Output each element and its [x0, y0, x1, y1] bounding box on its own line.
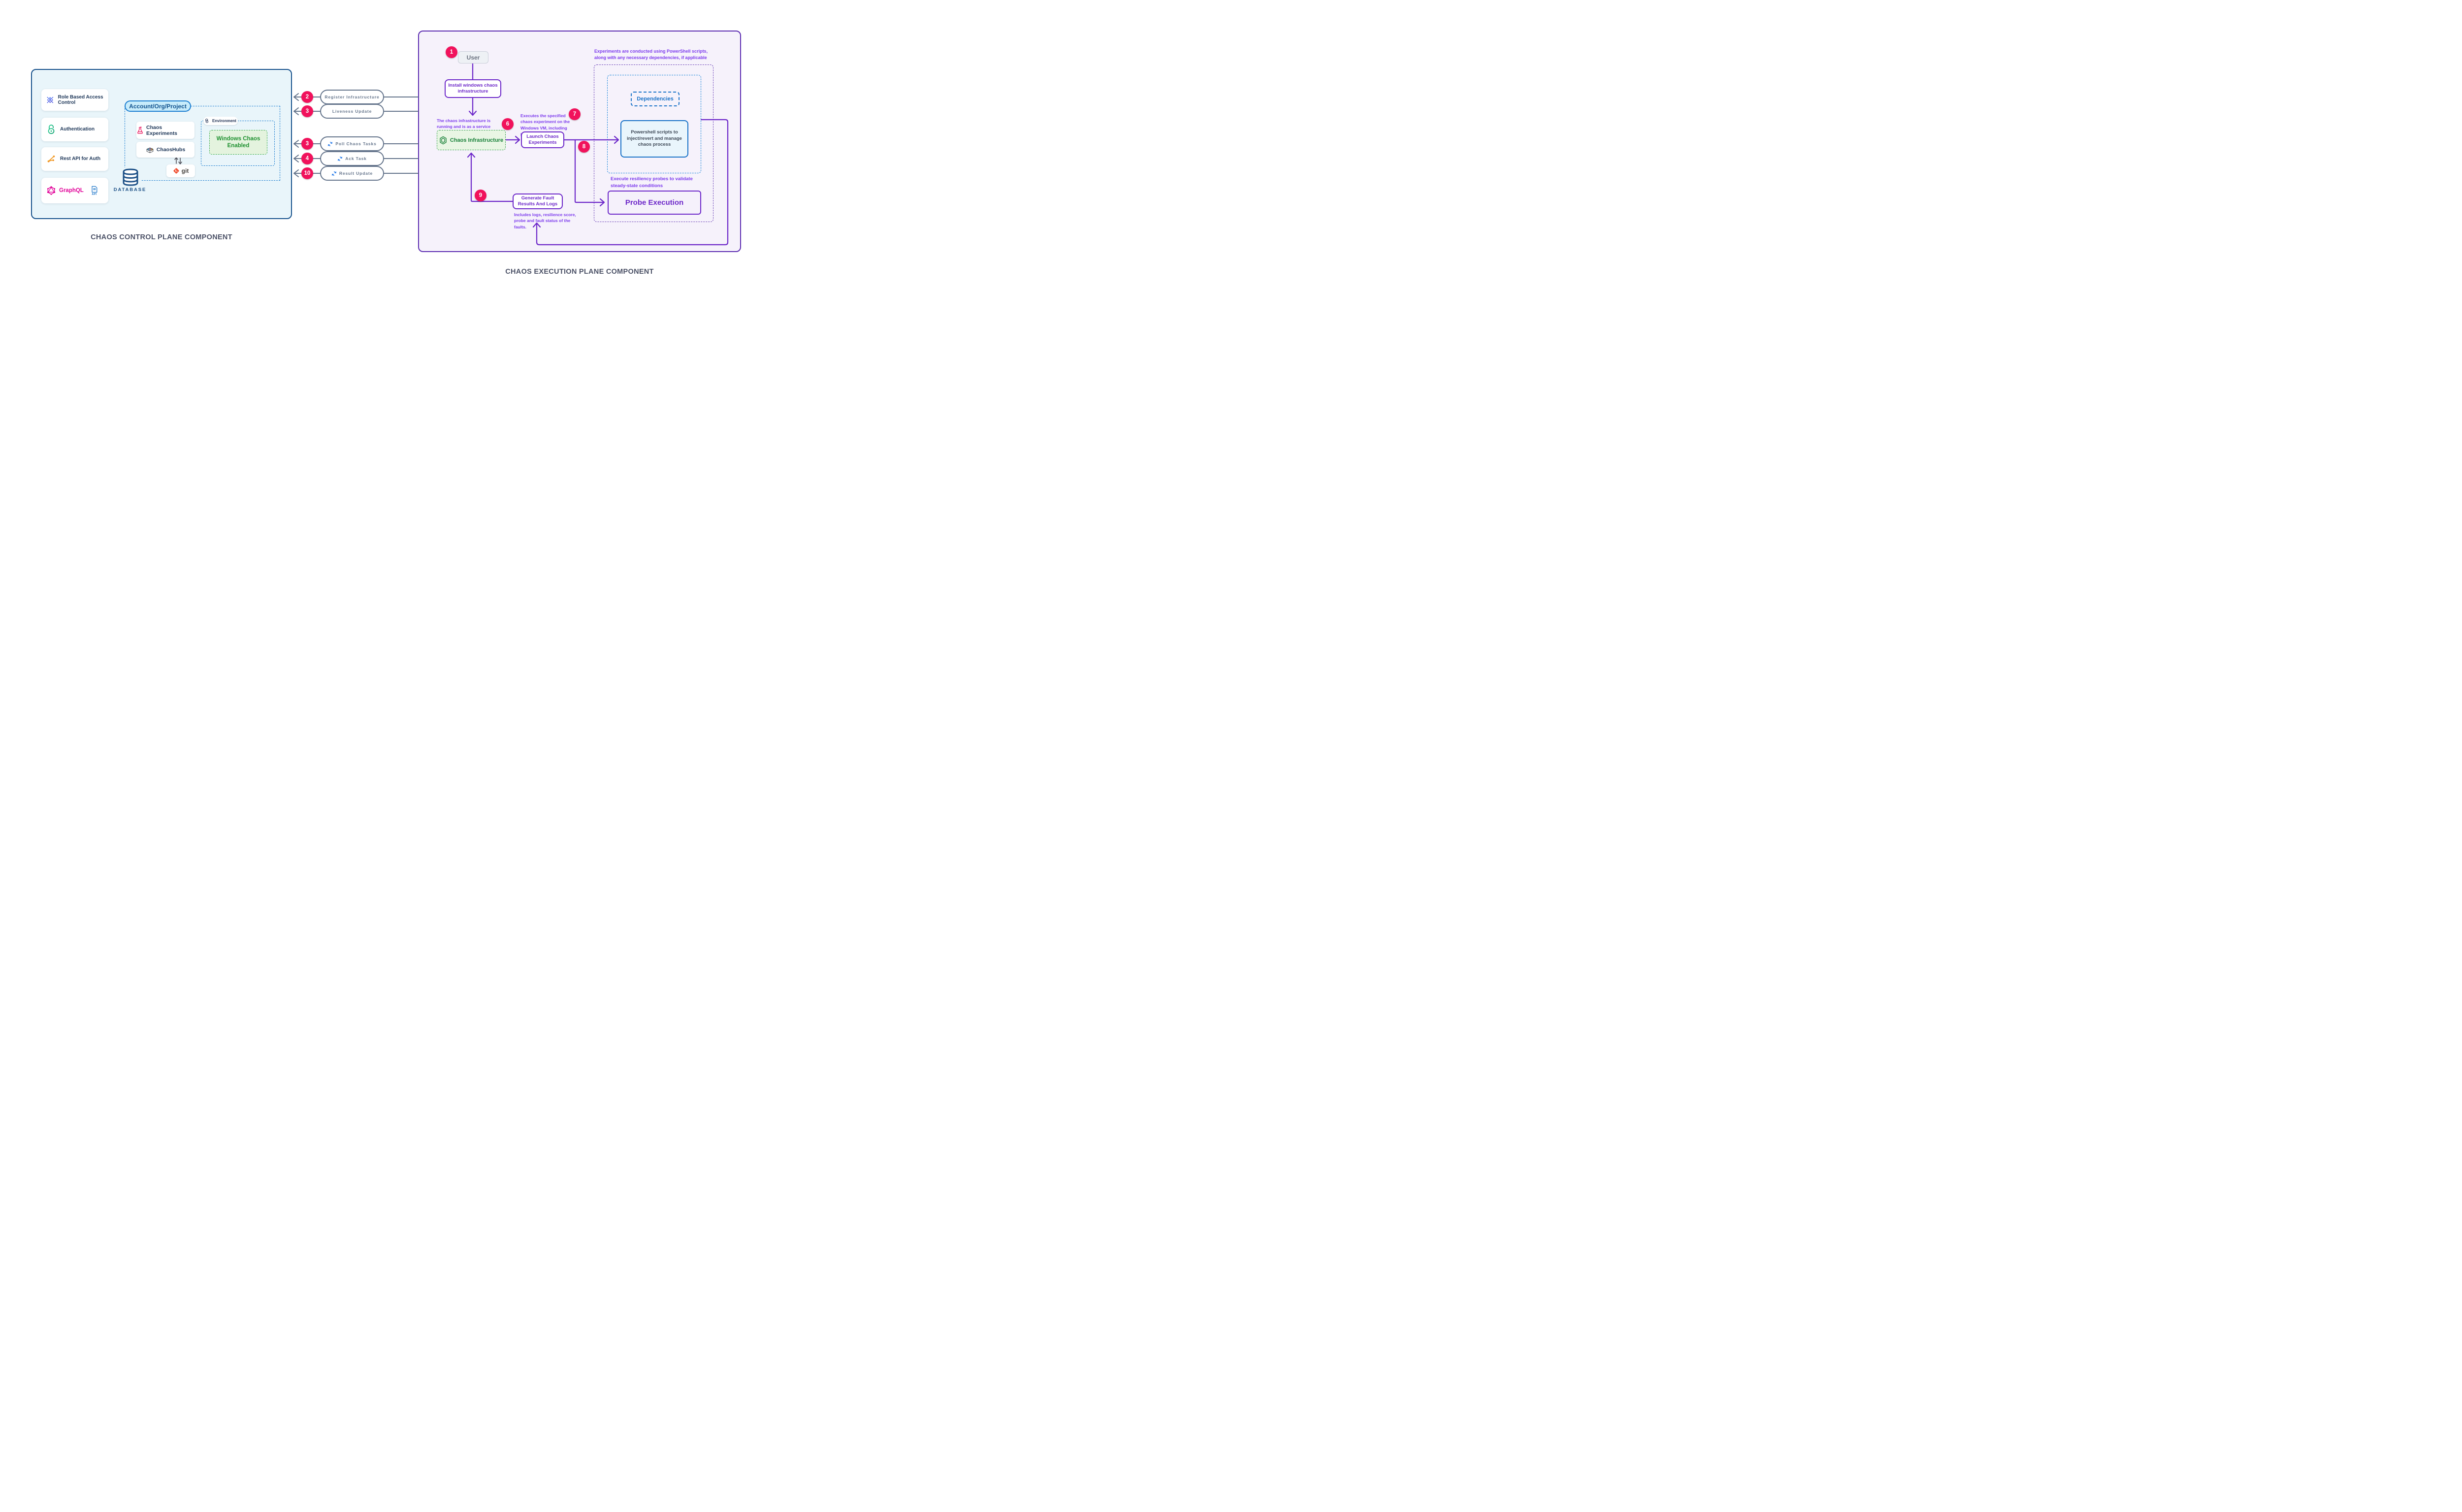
chaos-architecture-diagram: Role Based Access Control Authentication… [0, 0, 772, 309]
sync-loop-icon [331, 171, 336, 176]
step-badge-1: 1 [446, 46, 457, 58]
poll-chaos-tasks-pill: Poll Chaos Tasks [320, 136, 384, 151]
chaoshubs-label: ChaosHubs [156, 147, 186, 153]
sync-loop-icon [338, 156, 343, 161]
step-badge-3-liveness: 3 [301, 105, 313, 117]
generate-fault-results-box: Generate Fault Results And Logs [513, 193, 563, 209]
environment-label-pill: Environment [203, 117, 238, 125]
control-plane-title: CHAOS CONTROL PLANE COMPONENT [91, 233, 232, 241]
step-badge-6: 6 [502, 118, 514, 130]
step-badge-3-poll: 3 [301, 138, 313, 150]
git-card: git [166, 164, 195, 177]
chaos-experiments-label: Chaos Experiments [146, 124, 178, 136]
step-badge-4: 4 [301, 153, 313, 164]
account-org-project-pill: Account/Org/Project [125, 100, 191, 112]
step-badge-8: 8 [578, 141, 590, 153]
card-rest-api: Rest API for Auth [41, 147, 108, 171]
step-badge-2: 2 [301, 91, 313, 103]
card-rest-api-label: Rest API for Auth [60, 156, 101, 162]
probe-execution-box: Probe Execution [608, 191, 701, 215]
card-graphql-label: GraphQL [59, 188, 84, 193]
database-label: DATABASE [113, 187, 147, 193]
powershell-scripts-box: Powershell scripts to inject/revert and … [620, 120, 688, 158]
powershell-note: Experiments are conducted using PowerShe… [594, 49, 708, 61]
install-infrastructure-box: Install windows chaos infrastructure [445, 79, 501, 98]
register-infrastructure-pill: Register Infrastructure [320, 90, 384, 104]
launch-chaos-experiments-box: Launch Chaos Experiments [521, 131, 564, 148]
database-icon [120, 167, 141, 187]
auth-lock-icon [48, 125, 55, 134]
chaoshubs-card: ChaosHubs [136, 142, 194, 158]
chaoshubs-icon [146, 147, 154, 153]
rest-api-icon [47, 155, 55, 162]
user-box: User [458, 51, 488, 64]
git-label: git [181, 167, 189, 174]
graphql-icon [47, 186, 56, 195]
git-icon [173, 168, 179, 174]
chaos-infrastructure-icon [440, 136, 447, 144]
environment-dashed-box [201, 121, 275, 166]
step-badge-10: 10 [301, 167, 313, 179]
card-graphql: GraphQL API [41, 178, 108, 203]
dependencies-box: Dependencies [631, 92, 680, 106]
card-rbac-label: Role Based Access Control [58, 94, 103, 106]
api-doc-icon: API [91, 186, 98, 196]
ack-task-pill: Ack Task [320, 151, 384, 166]
results-note: Includes logs, resilience score, probe a… [514, 212, 576, 229]
probe-note: Execute resiliency probes to validate st… [611, 176, 693, 189]
environment-label: Environment [212, 119, 236, 123]
liveness-update-pill: Liveness Update [320, 104, 384, 119]
result-update-pill: Result Update [320, 166, 384, 181]
step-badge-7: 7 [569, 108, 581, 120]
account-scope-dashed-box [125, 106, 280, 181]
sync-loop-icon [328, 141, 333, 146]
chaos-experiments-card: Chaos Experiments [136, 122, 194, 139]
card-authentication: Authentication [41, 118, 108, 141]
execution-plane-title: CHAOS EXECUTION PLANE COMPONENT [505, 268, 654, 276]
card-rbac: Role Based Access Control [41, 89, 108, 111]
chaos-infrastructure-box: Chaos Infrastructure [437, 130, 506, 150]
flask-icon [137, 126, 143, 134]
windows-chaos-enabled-box: Windows Chaos Enabled [209, 130, 267, 155]
card-authentication-label: Authentication [60, 127, 95, 132]
environment-icon [205, 118, 208, 123]
rbac-icon [47, 97, 54, 103]
step-badge-9: 9 [475, 190, 486, 201]
